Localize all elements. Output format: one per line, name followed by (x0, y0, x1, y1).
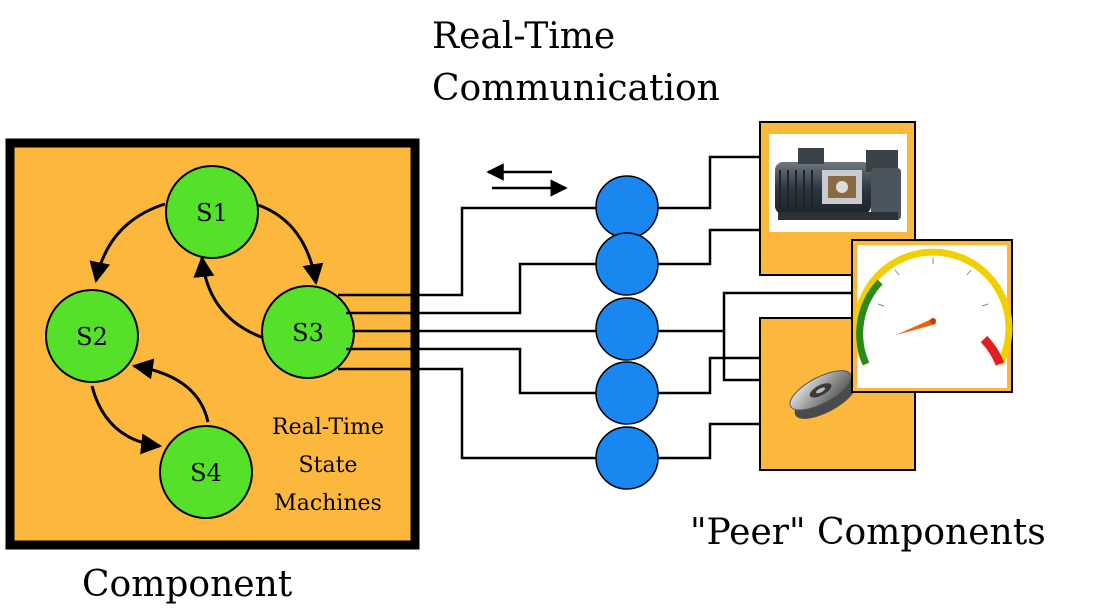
ports (595, 175, 659, 490)
grinding-wheel-image (789, 370, 856, 419)
title-line-1: Real-Time (432, 16, 615, 57)
state-s3: S3 (261, 285, 355, 379)
state-s2-label: S2 (76, 323, 108, 351)
peer-grinding-wheel (759, 317, 916, 471)
component-label: Component (82, 564, 293, 605)
port-1 (595, 175, 659, 239)
caption-line-2: State (299, 453, 358, 478)
port-3 (595, 297, 659, 361)
state-s1-label: S1 (196, 199, 228, 227)
transition-s1-s3 (257, 203, 324, 286)
peer-gauge (851, 239, 1013, 393)
state-s1: S1 (165, 165, 259, 259)
transition-s3-s1 (193, 255, 265, 340)
electric-motor-image (775, 148, 901, 220)
transition-s1-s2 (89, 202, 166, 284)
transition-s2-s4 (90, 385, 163, 455)
s3-port-wires (338, 206, 626, 460)
state-s2: S2 (45, 289, 139, 383)
peers-label: "Peer" Components (690, 512, 1046, 553)
port-2 (595, 232, 659, 296)
caption-line-1: Real-Time (272, 415, 384, 440)
state-s4: S4 (159, 425, 253, 519)
title-line-2: Communication (432, 68, 720, 109)
port-4 (595, 361, 659, 425)
port-peer-wires (626, 155, 855, 460)
gauge-image (853, 248, 1013, 366)
caption-line-3: Machines (274, 491, 382, 516)
port-5 (595, 426, 659, 490)
transition-s4-s2 (131, 358, 210, 423)
state-s3-label: S3 (292, 319, 324, 347)
state-s4-label: S4 (190, 459, 222, 487)
